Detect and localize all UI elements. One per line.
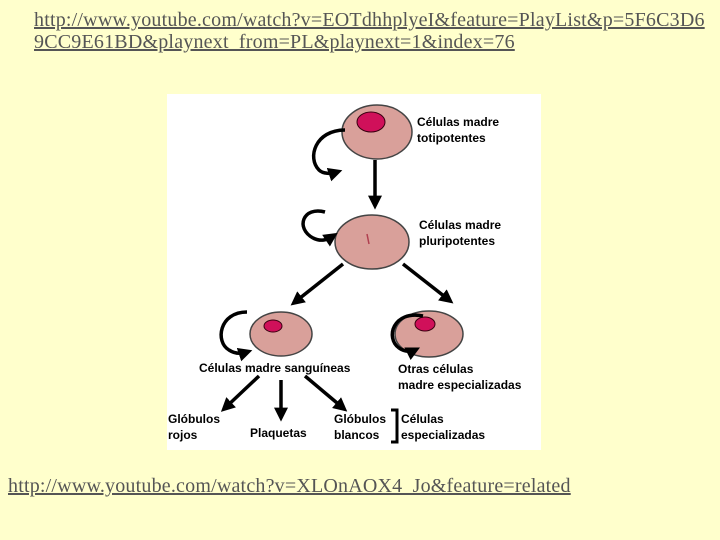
- diagram-svg: Células madre totipotentes Células madre…: [168, 104, 522, 444]
- bracket: [391, 408, 399, 444]
- label-white-cells: Glóbulos blancos: [334, 412, 389, 442]
- self-renewal-arrow-pluripotent: [301, 209, 333, 240]
- pluripotent-cell: [334, 214, 410, 270]
- arrow-pluripotent-to-other: [401, 262, 454, 304]
- stem-cell-diagram: Células madre totipotentes Células madre…: [167, 94, 541, 450]
- label-pluripotent: Células madre pluripotentes: [419, 218, 504, 248]
- label-totipotent: Células madre totipotentes: [417, 115, 502, 145]
- arrow-pluripotent-to-blood: [290, 262, 345, 306]
- label-platelets: Plaquetas: [250, 426, 307, 440]
- label-other-stem-cells: Otras células madre especializadas: [398, 362, 522, 392]
- totipotent-cell: [341, 104, 413, 160]
- youtube-link-top[interactable]: http://www.youtube.com/watch?v=EOTdhhply…: [34, 9, 705, 53]
- self-renewal-arrow-other: [390, 313, 423, 351]
- label-specialized-cells: Células especializadas: [401, 412, 485, 442]
- label-red-cells: Glóbulos rojos: [168, 412, 223, 442]
- youtube-link-bottom[interactable]: http://www.youtube.com/watch?v=XLOnAOX4_…: [8, 475, 571, 497]
- label-blood-stem-cells: Células madre sanguíneas: [199, 361, 351, 375]
- self-renewal-arrow-blood: [219, 310, 247, 353]
- arrow-to-white-cells: [303, 374, 348, 412]
- self-renewal-arrow-totipotent: [311, 128, 345, 173]
- blood-stem-cell: [249, 311, 313, 357]
- arrow-to-red-cells: [220, 374, 261, 412]
